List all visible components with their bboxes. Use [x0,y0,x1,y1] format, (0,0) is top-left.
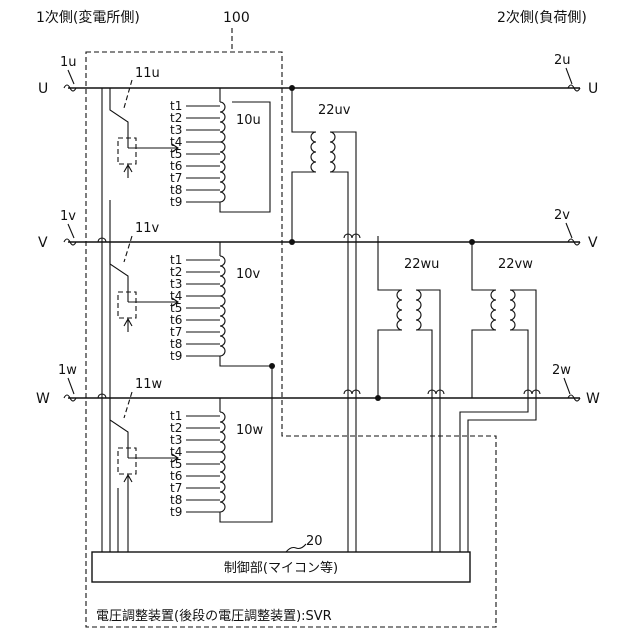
vt-22wu: 22wu [375,236,444,552]
tap-label: t9 [170,505,182,519]
phase-v-left-label: V [38,235,48,251]
switch-label-11w: 11w [135,377,163,392]
tap-terminals-w: t1 t2 t3 t4 t5 t6 t7 t8 t9 [170,409,220,519]
vt-label-22uv: 22uv [318,103,351,118]
secondary-side-label: 2次側(負荷側) [497,10,587,26]
phase-v-right-label: V [588,235,598,251]
output-leader-2w [564,378,570,394]
vt-22vw-primary-bottom [472,330,496,398]
vt-22vw-primary-top [472,242,496,290]
winding-coil-v [220,256,225,356]
winding-coil-u [220,102,225,202]
vt-22uv-secondary-coil [330,132,335,172]
control-unit-20: 制御部(マイコン等) 20 [92,534,470,582]
tap-drive-arrow-u [124,165,132,178]
vt-22vw-secondary-out-b [460,330,528,552]
switch-label-11v: 11v [135,221,160,236]
vt-22wu-secondary-coil [416,290,421,330]
vt-22uv-primary-coil [311,132,316,172]
vt-22vw: 22vw [460,239,540,552]
tap-label: t9 [170,195,182,209]
vt-22uv: 22uv [289,85,360,552]
footer-caption: 電圧調整装置(後段の電圧調整装置):SVR [96,609,332,624]
switch-leader-11w [124,392,132,418]
winding-coil-w [220,412,225,512]
winding-label-10v: 10v [236,267,261,282]
output-leader-2u [566,68,572,84]
tap-switch-w-arm [110,398,128,458]
vt-label-22vw: 22vw [498,257,533,272]
input-leader-1w [68,378,74,394]
control-unit-leader [286,544,306,552]
vt-22vw-primary-coil [491,290,496,330]
phase-w-left-label: W [36,391,50,407]
output-label-2u: 2u [554,53,571,68]
control-unit-label: 制御部(マイコン等) [224,560,338,576]
vt-22uv-primary-bottom [292,172,316,242]
input-leader-1v [68,224,74,238]
primary-side-label: 1次側(変電所側) [36,9,140,26]
tap-drive-arrow-v [124,319,132,332]
vt-22vw-secondary-out-a [468,290,536,552]
input-leader-1u [68,70,74,84]
vt-22wu-secondary-out-b [416,330,432,552]
tap-switch-u-arm [110,88,128,148]
input-label-1v: 1v [60,209,76,224]
tap-switch-v-dashed-box [118,292,136,318]
input-label-1w: 1w [58,363,77,378]
vt-label-22wu: 22wu [404,257,439,272]
vt-22uv-primary-top [292,88,316,132]
tap-terminals-v: t1 t2 t3 t4 t5 t6 t7 t8 t9 [170,253,220,363]
left-control-wires [98,88,128,552]
switch-leader-11v [124,236,132,262]
winding-label-10u: 10u [236,113,261,128]
vt-22wu-secondary-out-a [416,290,440,552]
tap-switch-u-dashed-box [118,138,136,164]
tap-label: t9 [170,349,182,363]
tap-wires-u [186,106,220,202]
input-label-1u: 1u [60,55,77,70]
phase-u-left-label: U [38,81,48,97]
phase-w-block: 11w t1 t2 t3 t4 t5 t6 t7 t8 t9 10w [110,366,272,522]
phase-v-block: 11v t1 t2 t3 t4 t5 t6 t7 t8 t9 10v [110,221,272,366]
phase-w-right-label: W [586,391,600,407]
tap-wires-v [186,260,220,356]
tap-drive-arrow-w [124,475,132,488]
vt-22uv-secondary-out-a [330,132,356,552]
vt-22wu-primary-bottom [378,330,402,398]
vt-22wu-primary-coil [397,290,402,330]
switch-label-11u: 11u [135,66,160,81]
control-unit-number: 20 [306,534,323,549]
tap-switch-v-arm [110,242,128,302]
winding-w-return [220,366,272,522]
device-number-label: 100 [223,10,250,26]
vt-22uv-secondary-out-b [330,172,348,552]
output-label-2v: 2v [554,208,570,223]
phase-lines [64,85,580,401]
device-100-boundary [86,52,496,627]
switch-leader-11u [124,80,132,108]
winding-v-return [220,356,272,366]
tap-wires-w [186,416,220,512]
winding-label-10w: 10w [236,423,264,438]
vt-22vw-secondary-coil [510,290,515,330]
vt-22wu-primary-top [378,242,402,290]
tap-terminals-u: t1 t2 t3 t4 t5 t6 t7 t8 t9 [170,99,220,209]
tap-switch-w-dashed-box [118,448,136,474]
output-label-2w: 2w [552,363,571,378]
phase-u-right-label: U [588,81,598,97]
output-leader-2v [566,223,572,238]
neutral-junction-dot [269,363,275,369]
